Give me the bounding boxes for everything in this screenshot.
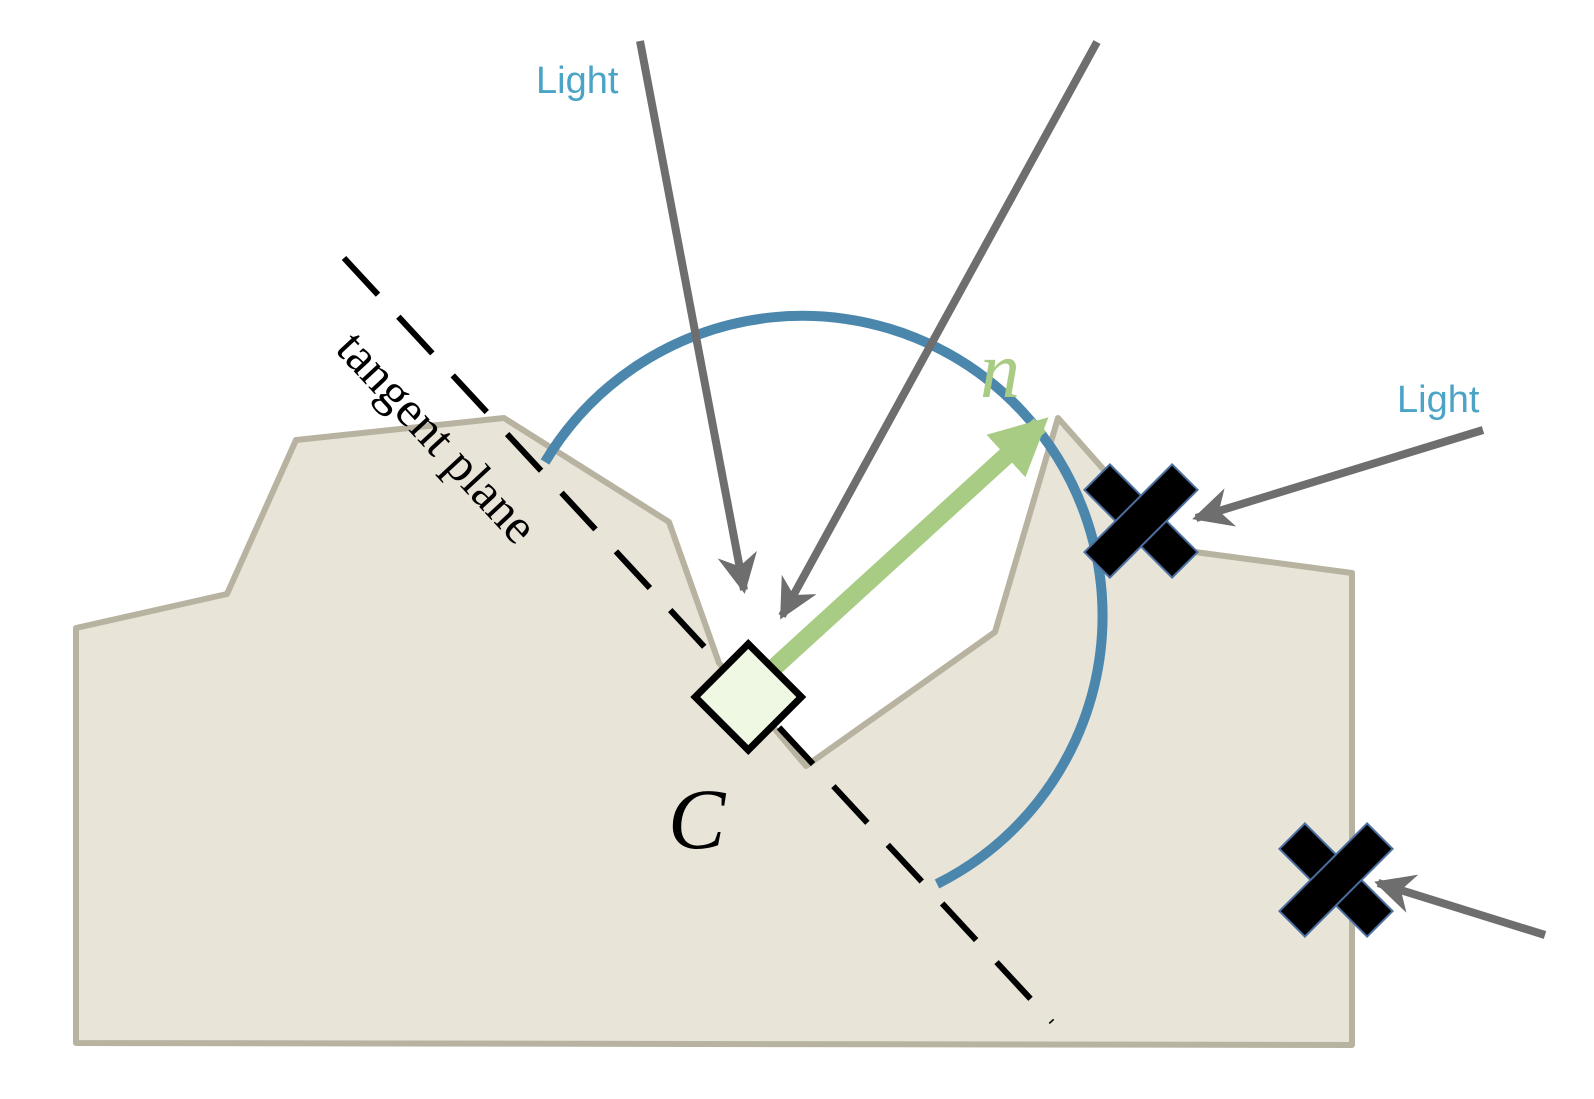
light-label-right: Light	[1397, 379, 1480, 421]
blocked-ray-1	[1192, 426, 1485, 527]
sample-point-diamond-icon	[690, 639, 807, 755]
blocked-ray-2	[1374, 874, 1547, 939]
light-ray-1	[636, 40, 757, 594]
light-ray-2	[778, 40, 1101, 620]
normal-arrow	[749, 417, 1049, 691]
point-label: C	[668, 771, 727, 867]
normal-label: n	[980, 327, 1020, 415]
light-label-top: Light	[536, 60, 619, 102]
hemisphere-arc	[540, 310, 1108, 889]
x-mark-icon	[1278, 822, 1394, 938]
tangent-plane-line	[341, 255, 1055, 1025]
x-mark-icon	[1083, 463, 1199, 579]
